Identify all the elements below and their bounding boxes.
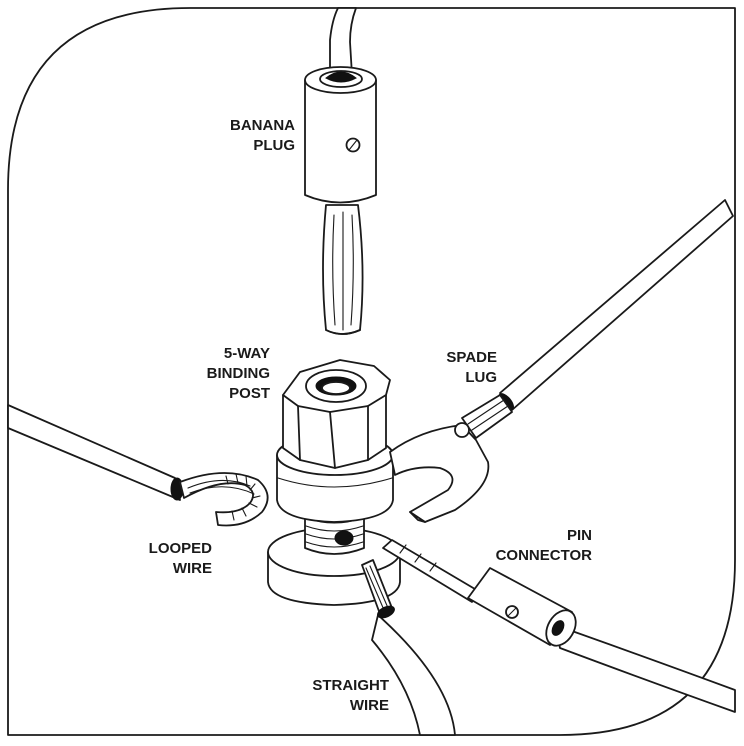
label-spade-lug: SPADE LUG	[446, 349, 497, 386]
label-pin-connector-line2: CONNECTOR	[496, 547, 593, 564]
label-pin-connector-line1: PIN	[567, 527, 592, 544]
label-banana-plug: BANANA PLUG	[230, 117, 295, 154]
looped-wire	[7, 404, 269, 527]
label-pin-connector: PIN CONNECTOR	[496, 527, 593, 564]
label-binding-post-line3: POST	[229, 385, 270, 402]
label-spade-lug-line1: SPADE	[446, 349, 497, 366]
label-looped-wire: LOOPED WIRE	[149, 540, 213, 577]
label-spade-lug-line2: LUG	[465, 369, 497, 386]
straight-wire	[361, 559, 456, 736]
label-banana-plug-line1: BANANA	[230, 117, 295, 134]
label-straight-wire: STRAIGHT WIRE	[312, 677, 389, 714]
label-binding-post: 5-WAY BINDING POST	[207, 345, 270, 402]
label-straight-wire-line1: STRAIGHT	[312, 677, 389, 694]
label-binding-post-line2: BINDING	[207, 365, 270, 382]
label-looped-wire-line1: LOOPED	[149, 540, 213, 557]
label-banana-plug-line2: PLUG	[253, 137, 295, 154]
spade-lug	[389, 199, 734, 523]
diagram-frame	[7, 7, 736, 736]
pin-connector	[382, 539, 736, 713]
label-straight-wire-line2: WIRE	[350, 697, 389, 714]
banana-plug	[304, 7, 377, 335]
binding-post	[267, 359, 401, 606]
label-looped-wire-line2: WIRE	[173, 560, 212, 577]
label-binding-post-line1: 5-WAY	[224, 345, 270, 362]
